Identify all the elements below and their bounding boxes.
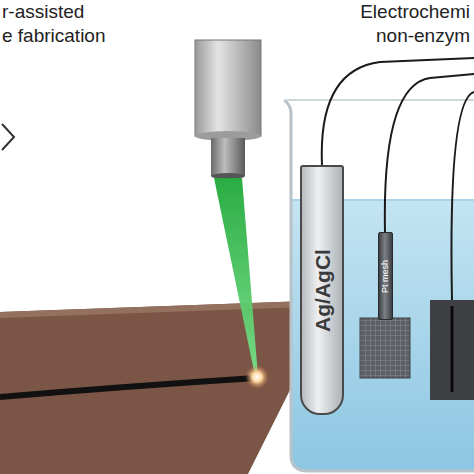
- pt-mesh-plate: [360, 318, 410, 378]
- laser-spot: [245, 365, 269, 389]
- substrate-plate: [0, 300, 335, 474]
- beaker-rim: [284, 99, 474, 101]
- electrode-label: Ag/AgCl: [312, 249, 333, 332]
- reference-electrode: Ag/AgCl: [300, 165, 344, 415]
- laser-nozzle: [211, 138, 245, 176]
- working-electrode: [430, 300, 474, 400]
- electrode-trace: [451, 306, 454, 392]
- beaker-wall: [284, 100, 474, 471]
- substrate-edge: [0, 300, 335, 318]
- laser-beam: [214, 178, 258, 376]
- heading-fragment: r-assisted: [2, 2, 84, 23]
- wire: [385, 74, 474, 232]
- heading-fragment: non-enzym: [376, 26, 470, 47]
- laser-head: [195, 40, 261, 136]
- chevron-arrow: [2, 124, 14, 150]
- counter-electrode-rod: Pt mesh: [378, 232, 393, 320]
- heading-fragment: Electrochemi: [360, 2, 470, 23]
- wire: [451, 92, 474, 300]
- laser-trace: [0, 378, 256, 397]
- heading-fragment: e fabrication: [2, 26, 106, 47]
- electrode-label: Pt mesh: [381, 259, 390, 292]
